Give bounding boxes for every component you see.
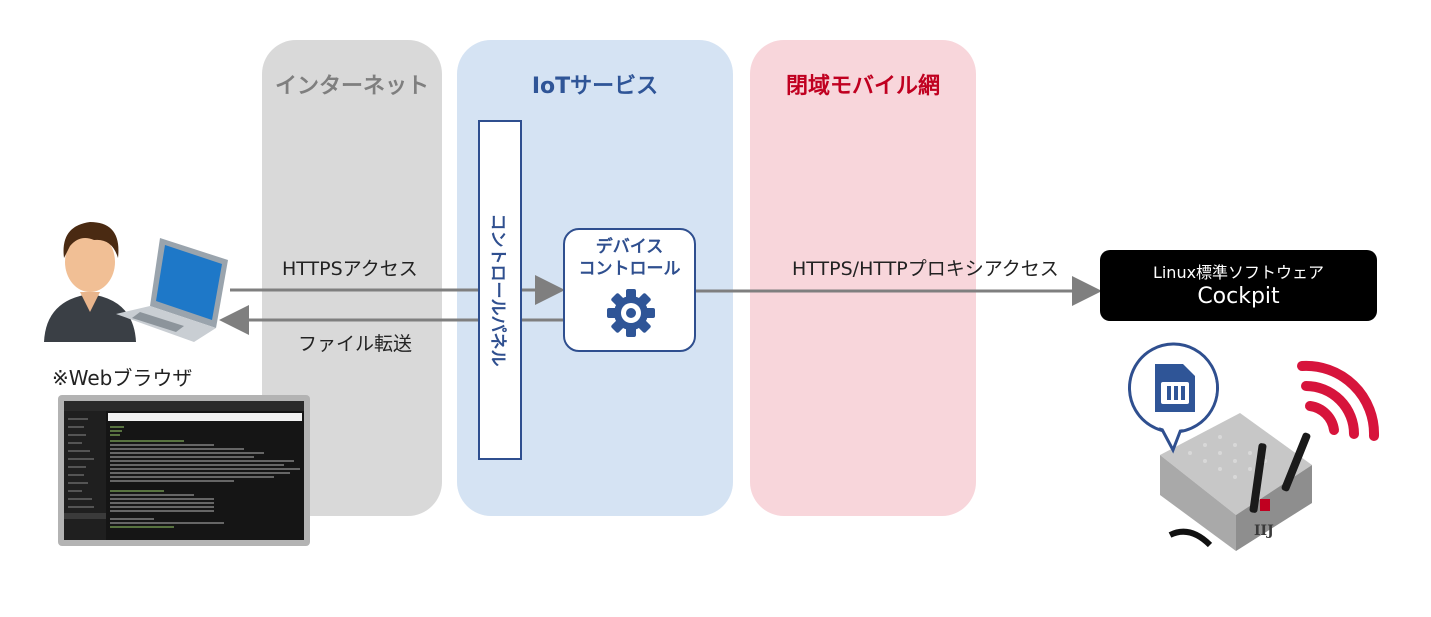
laptop-icon [116,238,228,342]
https-access-label: HTTPSアクセス [282,258,418,280]
user-icon [44,222,136,342]
wireless-signal-icon [1297,360,1380,441]
file-transfer-label: ファイル転送 [298,333,413,355]
device-control-label: デバイス コントロール [578,237,681,279]
device-control-box: デバイス コントロール [563,228,696,352]
control-panel: コントロールパネル [478,120,522,460]
zone-internet-title: インターネット [274,74,429,99]
sim-card-icon [1128,342,1219,454]
cockpit-box: Linux標準ソフトウェア Cockpit [1100,250,1377,321]
web-browser-note: ※Webブラウザ [52,366,193,390]
control-panel-label: コントロールパネル [487,213,508,367]
proxy-access-label: HTTPS/HTTPプロキシアクセス [792,258,1059,280]
zone-mobile-title: 閉域モバイル網 [785,74,940,99]
zone-closed-mobile: 閉域モバイル網 [750,40,976,516]
cockpit-subtitle: Linux標準ソフトウェア [1152,263,1325,282]
gear-icon [607,289,655,337]
browser-screenshot [58,395,310,546]
zone-iot-title: IoTサービス [531,74,659,99]
terminal-thumbnail [64,401,304,540]
svg-text:IIJ: IIJ [1254,523,1274,539]
cockpit-title: Cockpit [1197,284,1280,309]
browser-screen [64,401,304,540]
router-device-icon: IIJ [1160,413,1312,551]
